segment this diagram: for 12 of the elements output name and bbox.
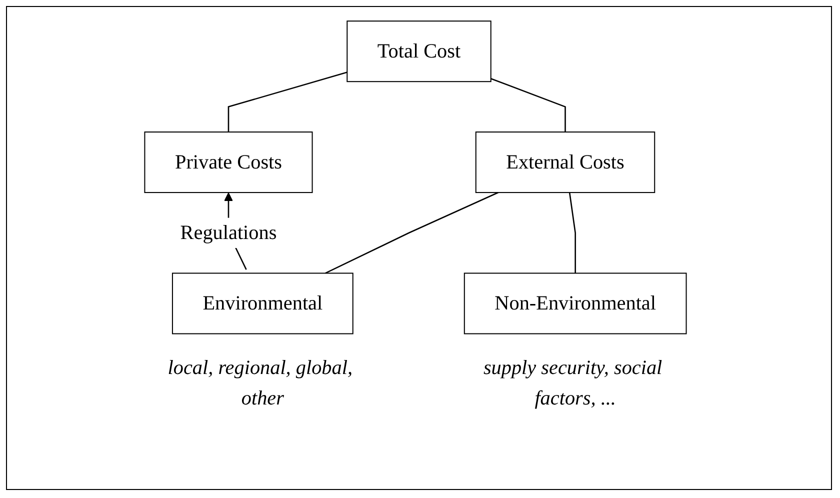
node-box: Private Costs — [144, 132, 313, 194]
node-box: Environmental — [172, 272, 354, 334]
connector — [490, 78, 566, 132]
connector — [568, 192, 576, 274]
node-box: External Costs — [475, 132, 656, 194]
node-box: Total Cost — [346, 20, 492, 82]
edge-label: Regulations — [180, 222, 277, 244]
connector — [325, 192, 499, 274]
node-label: supply security, social factors, ... — [483, 356, 662, 410]
node-label: local, regional, global, other — [168, 356, 352, 410]
node-box: Non-Environmental — [464, 272, 687, 334]
connector — [228, 72, 348, 132]
